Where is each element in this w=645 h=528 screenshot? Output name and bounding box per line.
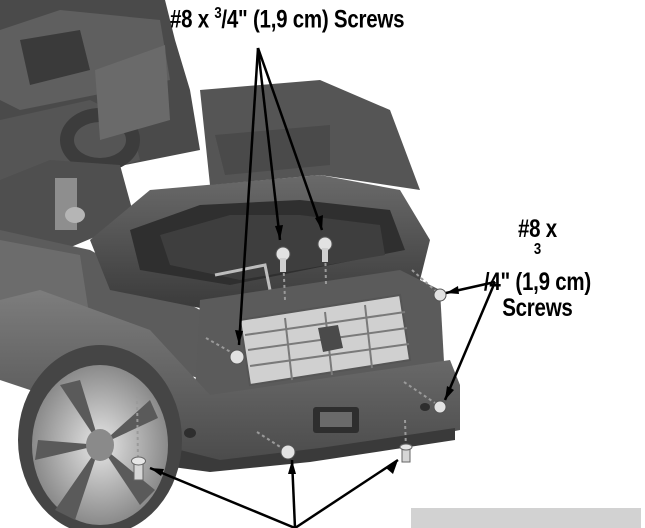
callout-right-line1: #8 x 3/4" (1,9 cm) [439, 216, 636, 295]
rear-body [0, 0, 200, 260]
callout-right-fraction-num: 3 [533, 241, 541, 259]
callout-right-rest: /4" (1,9 cm) [483, 267, 591, 296]
callout-right-prefix: #8 x [517, 215, 557, 243]
screw-icon [275, 246, 291, 272]
callout-top-rest: /4" (1,9 cm) Screws [221, 5, 405, 34]
leader-arrowheads [150, 215, 459, 476]
screws [131, 236, 447, 481]
front-tire [18, 345, 182, 528]
screw-icon [131, 456, 146, 481]
callout-right-screws: #8 x 3/4" (1,9 cm) Screws [439, 216, 636, 323]
callout-top-fraction-num: 3 [214, 5, 222, 22]
callout-top-screws: #8 x 3/4" (1,9 cm) Screws [170, 5, 405, 34]
screw-icon [433, 288, 447, 302]
screw-icon [280, 444, 296, 460]
screw-icon [229, 349, 245, 365]
screw-icon [433, 400, 447, 414]
leader-lines [149, 47, 497, 528]
screw-icon [399, 443, 413, 463]
inset-panel [411, 508, 641, 528]
screw-icon [317, 236, 333, 262]
callout-right-line2: Screws [502, 294, 573, 323]
callout-top-prefix: #8 x [170, 5, 215, 34]
